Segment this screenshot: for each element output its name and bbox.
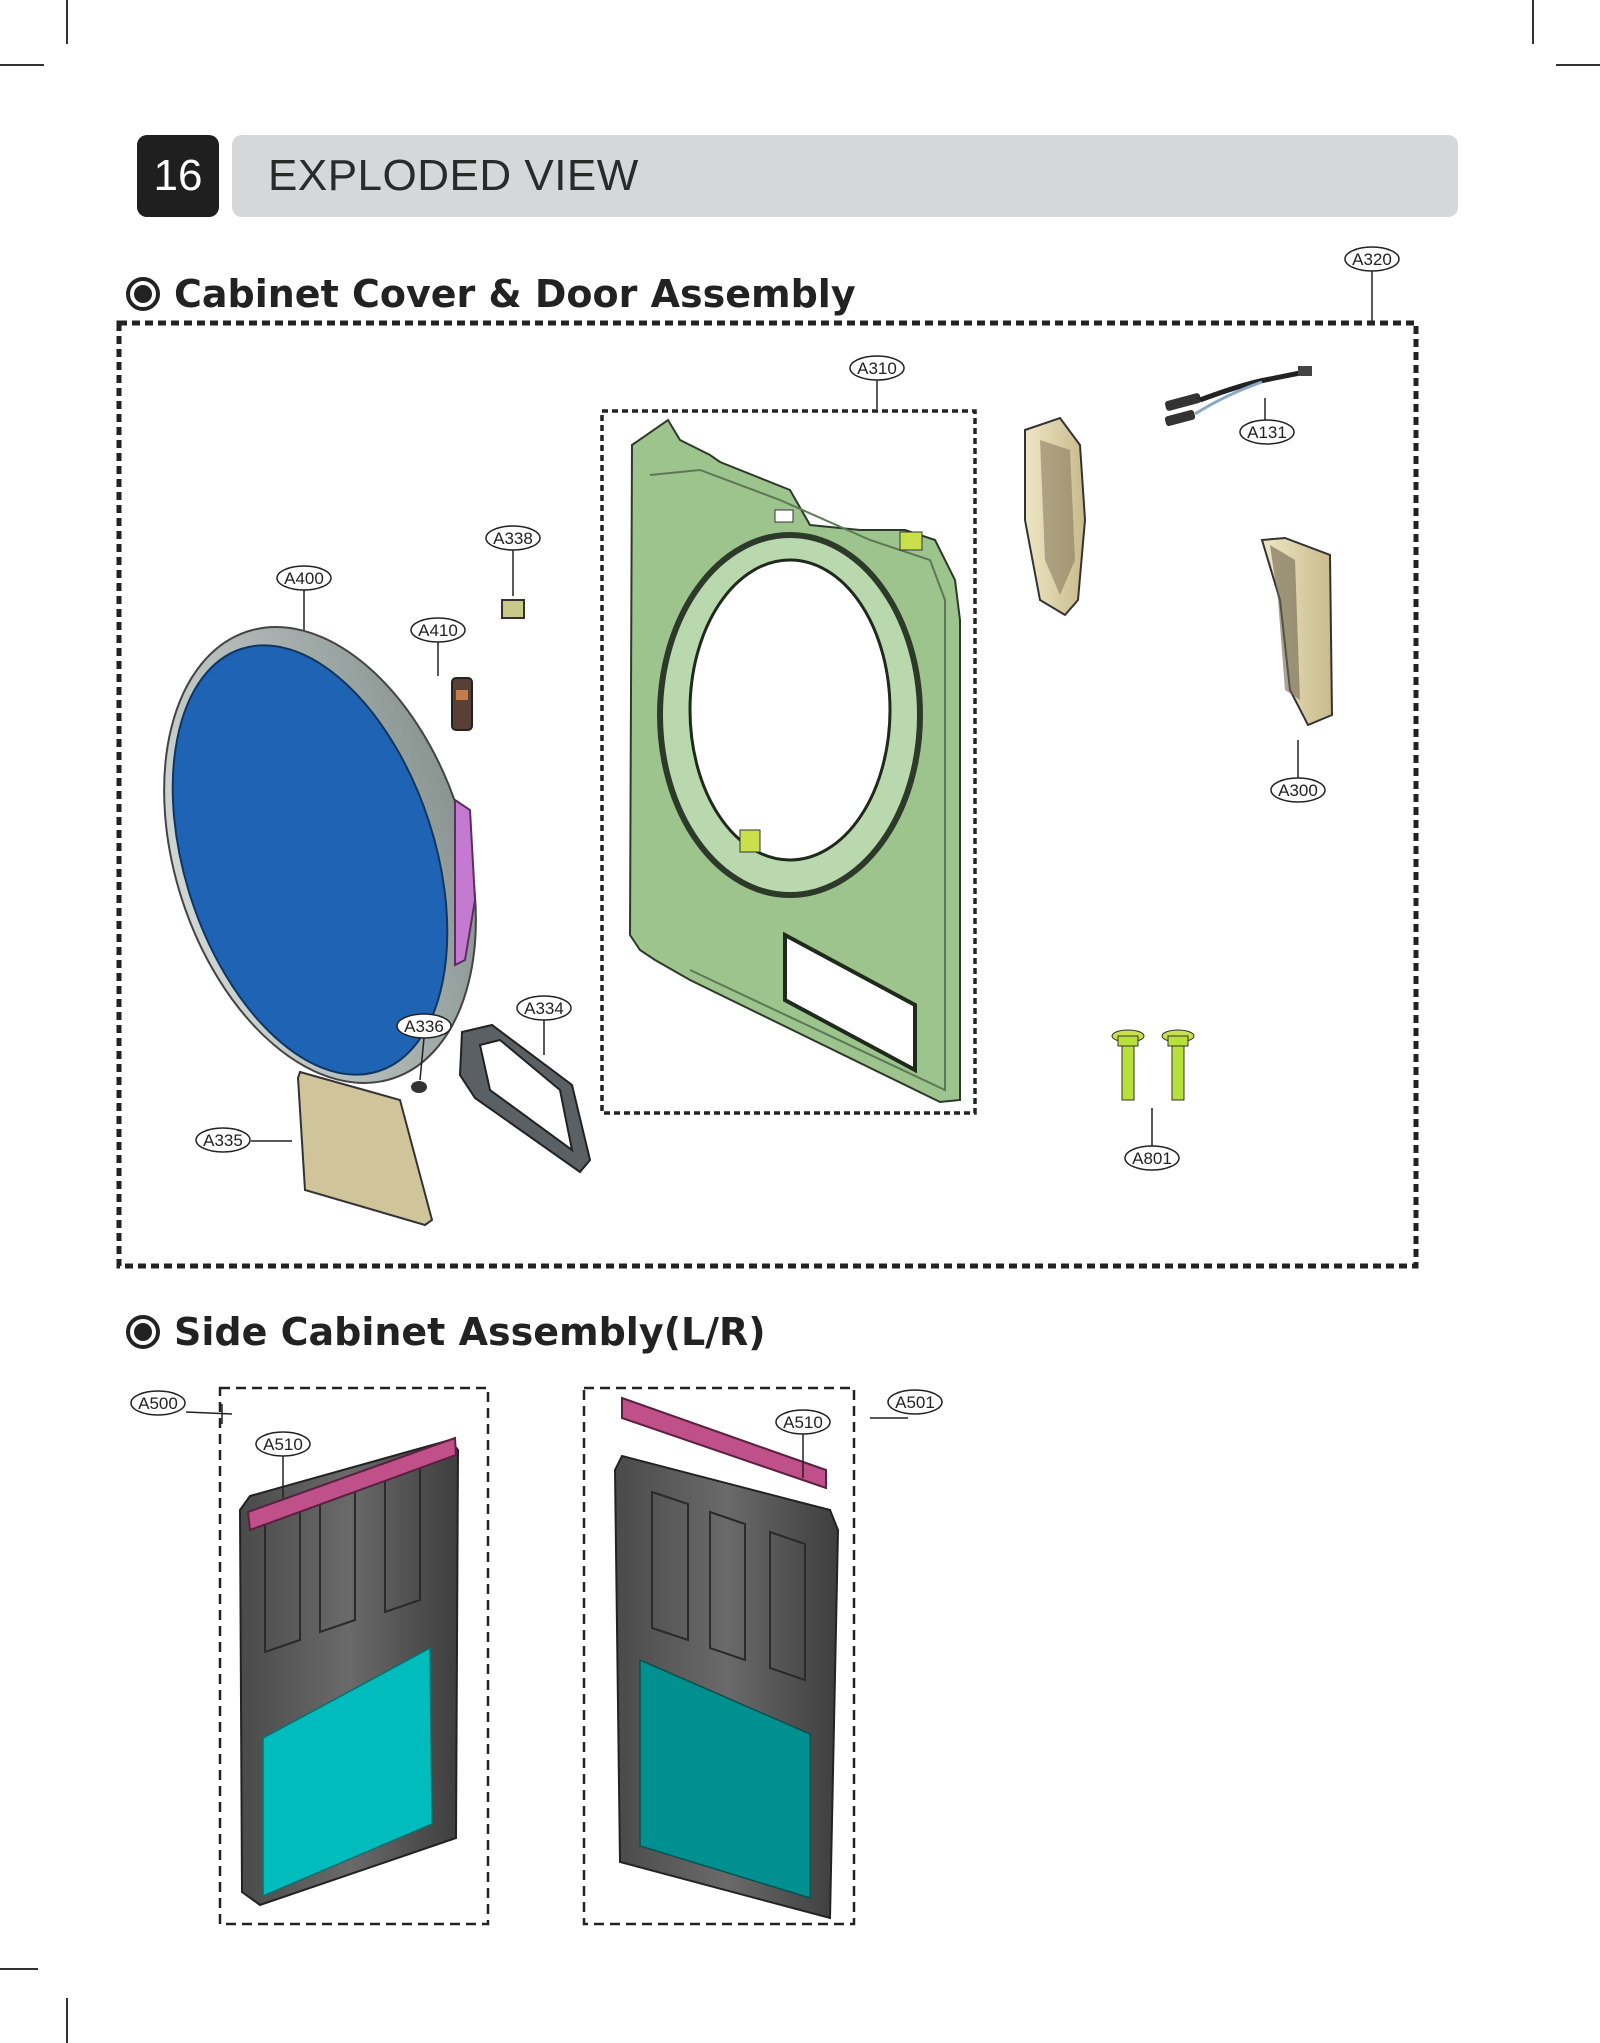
callout-bubble — [1239, 419, 1295, 445]
page-number: 16 — [137, 135, 219, 217]
callout-label: A338 — [493, 529, 533, 548]
callout-bubble — [1124, 1145, 1180, 1171]
callout-label: A131 — [1247, 423, 1287, 442]
callout-label: A334 — [524, 999, 564, 1018]
callout-label: A300 — [1278, 781, 1318, 800]
crop-mark — [0, 1968, 38, 1970]
callout-label: A320 — [1352, 250, 1392, 269]
callout-bubble — [516, 995, 572, 1021]
side-panel-left-part — [238, 1436, 460, 1907]
callout-bubble — [255, 1431, 311, 1457]
section-title: Cabinet Cover & Door Assembly — [174, 272, 856, 316]
callout-bubble — [775, 1409, 831, 1435]
callout-bubble — [1270, 777, 1326, 803]
callout-label: A510 — [263, 1435, 303, 1454]
callout-label: A400 — [284, 569, 324, 588]
callout-bubble — [887, 1389, 943, 1415]
handle-left-part — [1024, 416, 1087, 617]
callout-label: A336 — [404, 1017, 444, 1036]
bullet-icon — [126, 277, 160, 311]
crop-mark — [1556, 64, 1600, 66]
page-title: EXPLODED VIEW — [268, 151, 639, 200]
callout-bubble — [410, 617, 466, 643]
bracket-frame-part — [458, 1023, 592, 1174]
section-title: Side Cabinet Assembly(L/R) — [174, 1310, 766, 1354]
page-title-bar: EXPLODED VIEW — [232, 135, 1458, 217]
callout-label: A335 — [203, 1131, 243, 1150]
assembly-frame-a501 — [582, 1386, 856, 1926]
callout-bubble — [396, 1013, 452, 1039]
leader-line — [419, 1037, 425, 1081]
callout-label: A510 — [783, 1413, 823, 1432]
callout-bubble — [276, 565, 332, 591]
section-heading-side-cabinet: Side Cabinet Assembly(L/R) — [126, 1310, 766, 1354]
callout-label: A801 — [1132, 1149, 1172, 1168]
assembly-frame-a310 — [600, 409, 977, 1115]
assembly-frame-a500 — [218, 1386, 490, 1926]
crop-mark — [0, 64, 44, 66]
handle-right-part — [1260, 536, 1334, 727]
section-heading-cabinet-cover: Cabinet Cover & Door Assembly — [126, 272, 856, 316]
side-panel-right-part — [613, 1396, 840, 1920]
leader-line — [185, 1411, 233, 1415]
crop-mark — [66, 0, 68, 44]
crop-mark — [66, 1998, 68, 2043]
screw-part — [1111, 1029, 1195, 1101]
cover-plate-part — [296, 1070, 434, 1227]
callout-bubble — [195, 1127, 251, 1153]
callout-label: A500 — [138, 1394, 178, 1413]
callout-label: A410 — [418, 621, 458, 640]
latch-part — [501, 599, 525, 619]
callout-bubble — [130, 1390, 186, 1416]
hinge-part — [451, 677, 473, 731]
crop-mark — [1532, 0, 1534, 44]
door-assembly-part — [163, 626, 477, 1084]
callout-label: A501 — [895, 1393, 935, 1412]
front-panel-part — [628, 418, 961, 1104]
callout-bubble — [485, 525, 541, 551]
assembly-frame-a320 — [116, 320, 1419, 1269]
callout-label: A310 — [857, 359, 897, 378]
wire-harness-part — [1164, 366, 1312, 427]
pad-part — [411, 1081, 427, 1093]
callout-bubble — [1344, 246, 1400, 272]
bullet-icon — [126, 1315, 160, 1349]
callout-bubble — [849, 355, 905, 381]
